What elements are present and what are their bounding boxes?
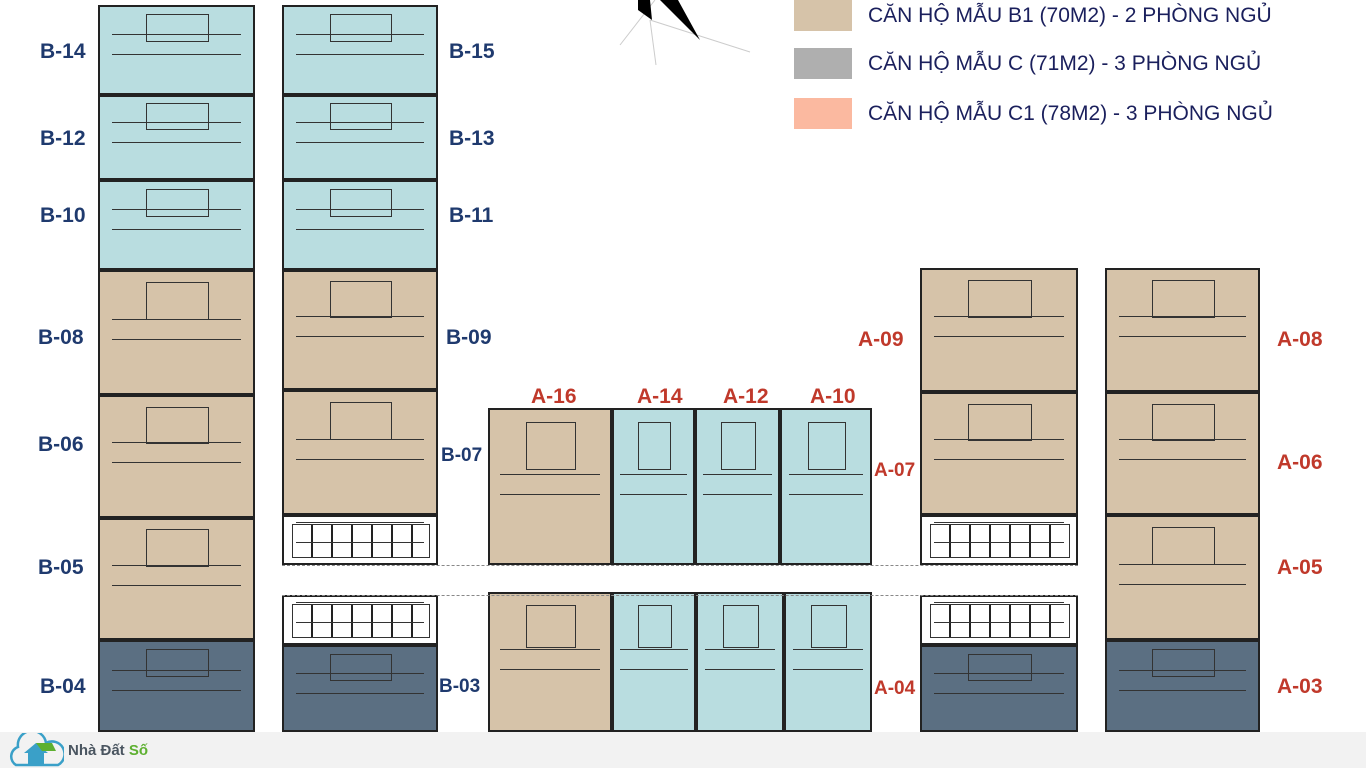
apartment-unit xyxy=(695,408,780,565)
apartment-unit xyxy=(282,270,438,390)
apartment-unit xyxy=(920,268,1078,392)
unit-label: B-06 xyxy=(38,433,84,456)
apartment-unit xyxy=(282,645,438,732)
unit-label: A-08 xyxy=(1277,328,1323,351)
footer-bar: Nhà Đất Số xyxy=(0,732,1366,768)
apartment-unit xyxy=(98,180,255,270)
cloud-house-logo-icon xyxy=(9,733,64,767)
corridor-line xyxy=(282,565,1078,566)
apartment-unit xyxy=(696,592,784,732)
unit-label: B-14 xyxy=(40,40,86,63)
unit-label: B-03 xyxy=(439,676,481,697)
unit-label: B-11 xyxy=(449,204,494,227)
legend-item-b1: CĂN HỘ MẪU B1 (70M2) - 2 PHÒNG NGỦ xyxy=(794,0,1272,31)
unit-label: B-04 xyxy=(40,675,86,698)
unit-label: A-07 xyxy=(874,460,916,481)
legend-item-c1: CĂN HỘ MẪU C1 (78M2) - 3 PHÒNG NGỦ xyxy=(794,98,1273,129)
apartment-unit xyxy=(98,395,255,518)
apartment-unit xyxy=(784,592,872,732)
unit-label: A-09 xyxy=(858,328,904,351)
unit-label: B-13 xyxy=(449,127,495,150)
service-core xyxy=(920,595,1078,645)
unit-label: A-16 xyxy=(531,385,577,408)
apartment-unit xyxy=(780,408,872,565)
legend-swatch xyxy=(794,98,852,129)
service-core xyxy=(282,515,438,565)
apartment-unit xyxy=(98,518,255,640)
apartment-unit xyxy=(488,408,612,565)
apartment-unit xyxy=(920,392,1078,515)
legend-item-c: CĂN HỘ MẪU C (71M2) - 3 PHÒNG NGỦ xyxy=(794,48,1261,79)
unit-label: B-15 xyxy=(449,40,495,63)
unit-label: B-10 xyxy=(40,204,86,227)
unit-label: A-14 xyxy=(637,385,683,408)
unit-label: A-10 xyxy=(810,385,856,408)
unit-label: B-05 xyxy=(38,556,84,579)
apartment-unit xyxy=(282,180,438,270)
apartment-unit xyxy=(98,270,255,395)
unit-label: A-12 xyxy=(723,385,769,408)
unit-label: A-03 xyxy=(1277,675,1323,698)
unit-label: A-06 xyxy=(1277,451,1323,474)
apartment-unit xyxy=(1105,268,1260,392)
apartment-unit xyxy=(612,592,696,732)
legend-label: CĂN HỘ MẪU B1 (70M2) - 2 PHÒNG NGỦ xyxy=(868,3,1272,27)
legend-label: CĂN HỘ MẪU C1 (78M2) - 3 PHÒNG NGỦ xyxy=(868,101,1273,125)
unit-label: B-09 xyxy=(446,326,492,349)
unit-label: B-12 xyxy=(40,127,86,150)
apartment-unit xyxy=(282,5,438,95)
service-core xyxy=(282,595,438,645)
legend-label: CĂN HỘ MẪU C (71M2) - 3 PHÒNG NGỦ xyxy=(868,51,1262,75)
unit-label: A-04 xyxy=(874,678,916,699)
apartment-unit xyxy=(282,95,438,180)
apartment-unit xyxy=(282,390,438,515)
apartment-unit xyxy=(1105,515,1260,640)
unit-label: B-08 xyxy=(38,326,84,349)
apartment-unit xyxy=(612,408,695,565)
apartment-unit xyxy=(920,645,1078,732)
apartment-unit xyxy=(1105,392,1260,515)
compass-icon xyxy=(619,0,751,66)
service-core xyxy=(920,515,1078,565)
corridor-line xyxy=(282,595,1078,596)
legend-swatch xyxy=(794,0,852,31)
unit-label: A-05 xyxy=(1277,556,1323,579)
legend-swatch xyxy=(794,48,852,79)
apartment-unit xyxy=(98,640,255,732)
unit-label: B-07 xyxy=(441,445,483,466)
apartment-unit xyxy=(488,592,612,732)
apartment-unit xyxy=(1105,640,1260,732)
brand-name: Nhà Đất Số xyxy=(68,741,149,759)
apartment-unit xyxy=(98,95,255,180)
apartment-unit xyxy=(98,5,255,95)
